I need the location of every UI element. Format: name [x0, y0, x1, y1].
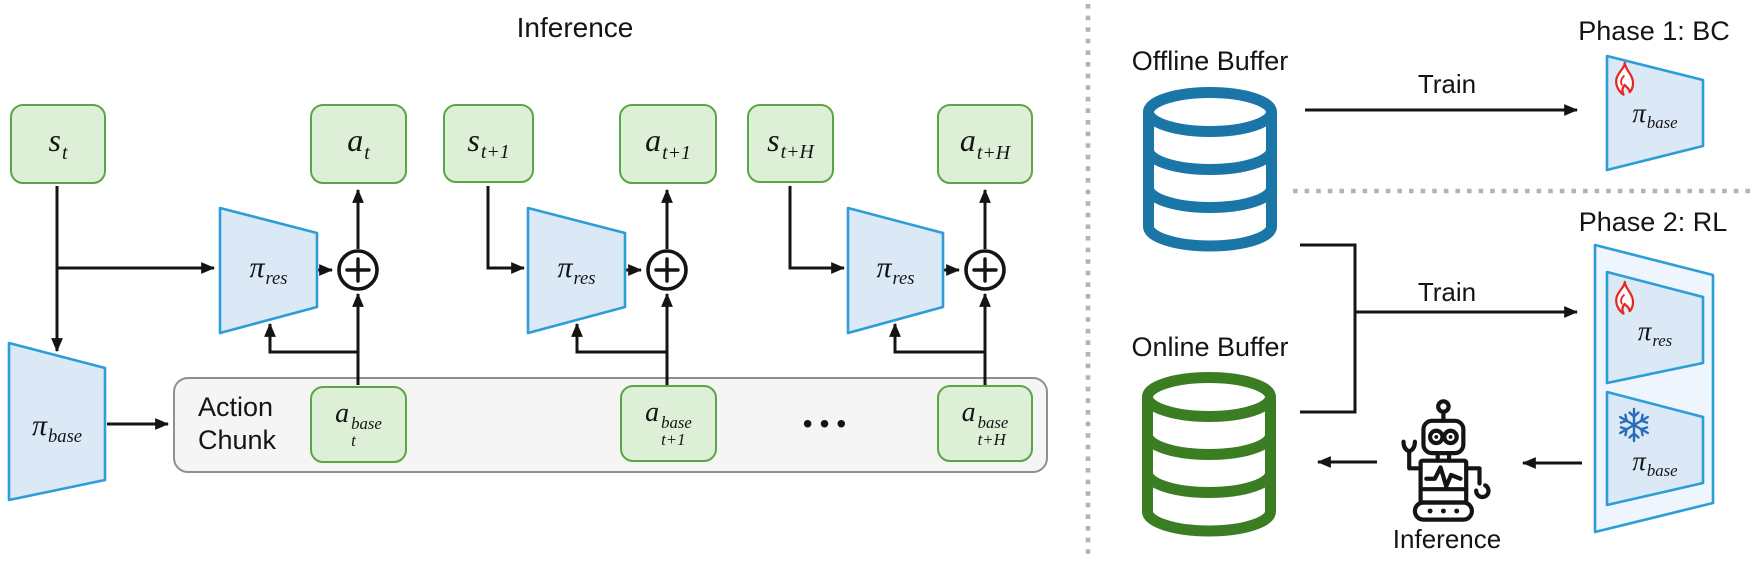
- pi-res-label-2: πres: [557, 251, 596, 290]
- state-box-tH: st+H: [747, 104, 834, 183]
- online-buffer-label: Online Buffer: [1131, 332, 1289, 362]
- pi-res-trapezoid-1: [218, 206, 319, 335]
- pi-base-trapezoid: [7, 341, 107, 502]
- state-label-t1: st+1: [467, 121, 510, 164]
- phase2-pi-base-trapezoid: [1605, 390, 1705, 507]
- sum-node-2: [646, 249, 688, 291]
- flame-icon-phase1: [1615, 61, 1635, 96]
- sum-node-3: [964, 249, 1006, 291]
- pi-res-trapezoid-2: [526, 206, 627, 335]
- phase2-pi-res-label: πres: [1637, 315, 1673, 351]
- action-label-t1: at+1: [645, 122, 691, 164]
- state-label-tH: st+H: [767, 121, 814, 164]
- train-label-phase1: Train: [1417, 69, 1477, 99]
- robot-icon: [1401, 399, 1491, 522]
- wires-unit-t1: [486, 186, 673, 385]
- offline-buffer-label: Offline Buffer: [1131, 46, 1289, 76]
- online-buffer-database-icon: [1142, 372, 1276, 537]
- action-chunk-label: Action Chunk: [198, 392, 277, 455]
- phase2-title: Phase 2: RL: [1578, 207, 1728, 237]
- phase1-title: Phase 1: BC: [1578, 16, 1730, 46]
- wires-unit-t: [51, 186, 364, 385]
- action-box-t: at: [310, 104, 407, 184]
- action-label-t: at: [347, 122, 370, 164]
- robot-inference-label: Inference: [1392, 524, 1502, 554]
- pi-res-label-3: πres: [876, 251, 915, 290]
- buffer-merge-bracket: [1300, 243, 1357, 414]
- phase2-pi-base-label: πbase: [1632, 445, 1678, 481]
- phase1-pi-base-label: πbase: [1632, 97, 1678, 133]
- offline-buffer-database-icon: [1143, 87, 1277, 252]
- state-label-t: st: [48, 122, 68, 164]
- action-box-t1: at+1: [619, 104, 717, 184]
- flame-icon-phase2: [1615, 280, 1635, 315]
- pi-base-label: πbase: [31, 409, 83, 448]
- sum-node-1: [337, 249, 379, 291]
- wires-unit-tH: [788, 186, 991, 385]
- action-label-tH: at+H: [959, 122, 1011, 164]
- state-box-t1: st+1: [443, 104, 534, 183]
- action-box-tH: at+H: [937, 104, 1033, 184]
- snowflake-icon: [1618, 407, 1650, 443]
- chunk-ellipsis: •••: [802, 408, 854, 439]
- train-label-phase2: Train: [1417, 277, 1477, 307]
- state-box-t: st: [10, 104, 106, 184]
- inference-title: Inference: [516, 12, 634, 43]
- pi-res-label-1: πres: [249, 251, 288, 290]
- pi-res-trapezoid-3: [846, 206, 945, 335]
